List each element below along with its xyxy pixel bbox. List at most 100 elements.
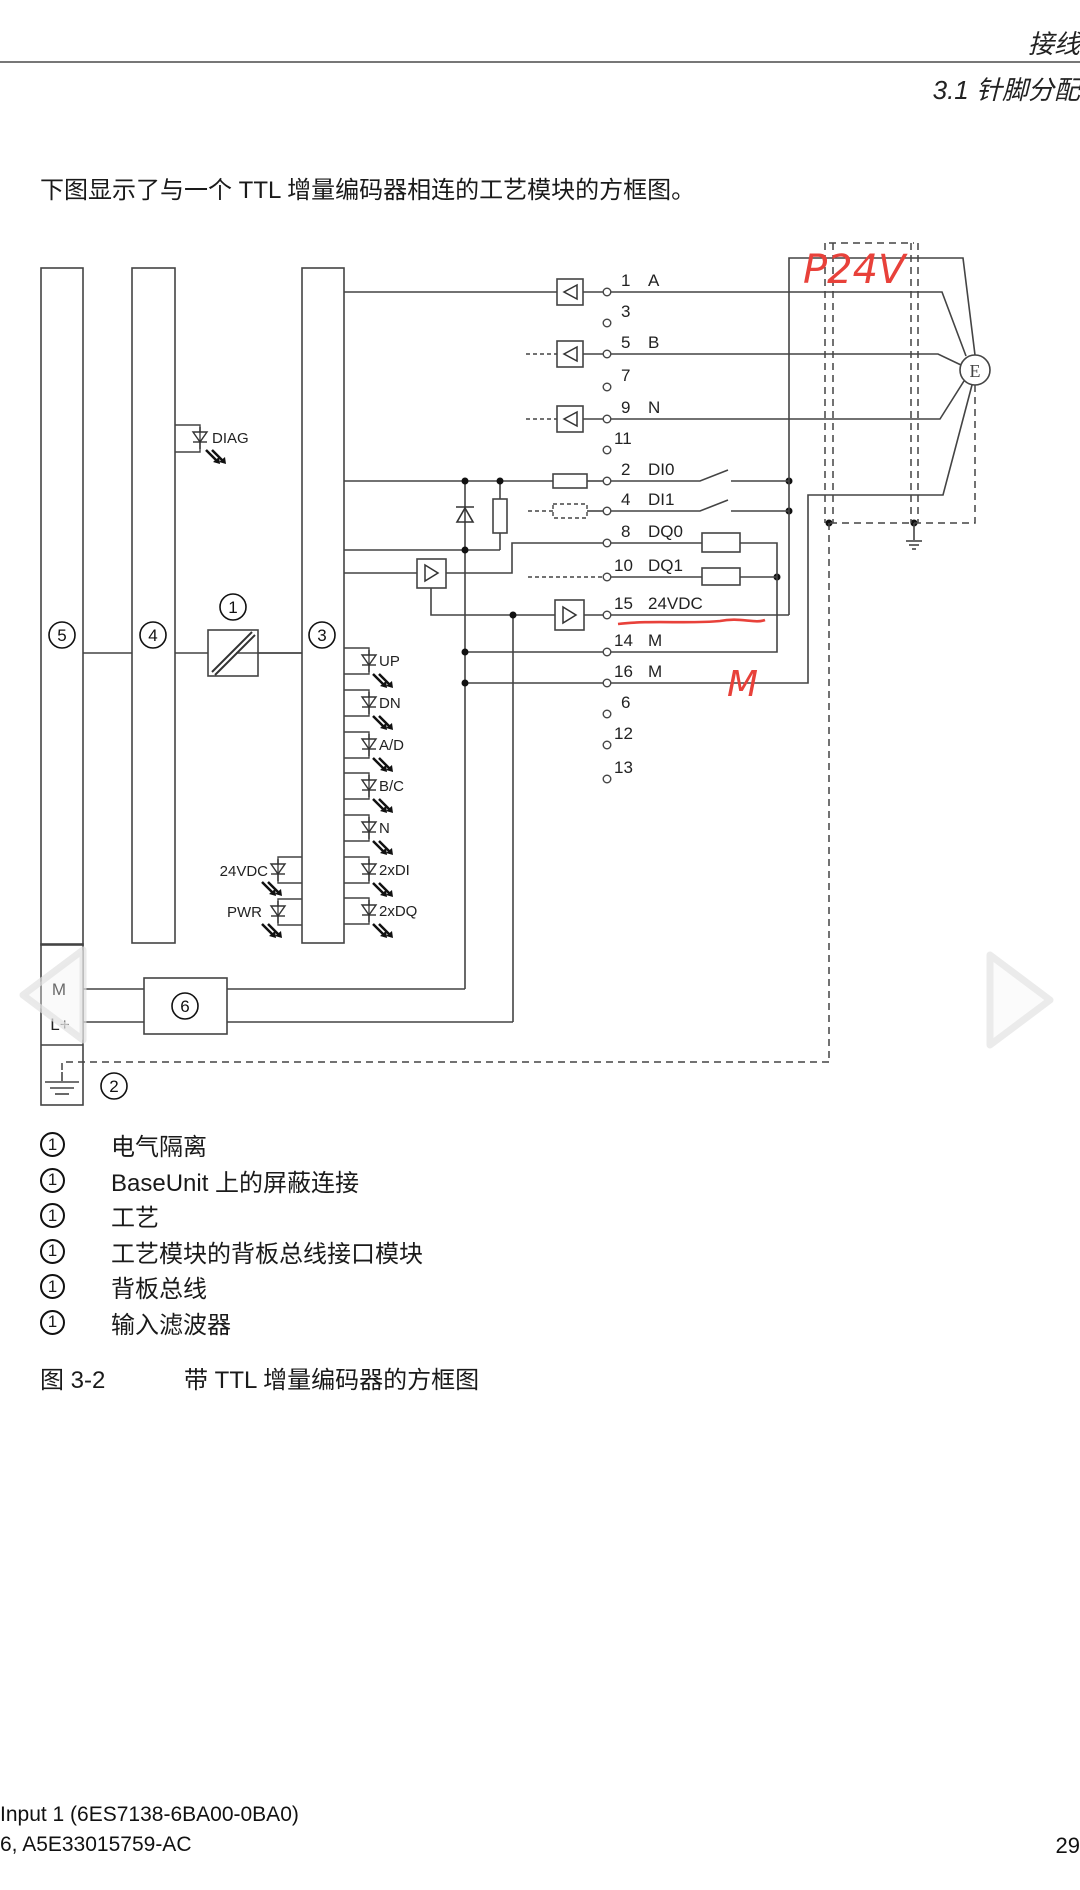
terminal-circle (602, 349, 612, 359)
legend-text: BaseUnit 上的屏蔽连接 (111, 1169, 360, 1197)
pin-16: 16 M (602, 662, 662, 688)
legend-item: 1 工艺模块的背板总线接口模块 (40, 1234, 423, 1270)
terminal-circle (602, 476, 612, 486)
pin-number: 16 (614, 662, 633, 681)
legend-item: 1 电气隔离 (40, 1127, 423, 1163)
legend-marker: 1 (40, 1167, 65, 1193)
led-up: UP (344, 647, 400, 690)
led-label-diag: DIAG (212, 430, 249, 447)
led-label: DN (379, 695, 401, 712)
legend-text: 电气隔离 (111, 1134, 207, 1162)
chevron-right-icon[interactable] (975, 945, 1065, 1055)
terminal-circle (602, 538, 612, 548)
pin-label: M (648, 662, 662, 681)
supply-label-m: M (52, 980, 66, 999)
pin-11: 11 (602, 429, 632, 455)
section-title: 3.1 针脚分配 (932, 75, 1080, 105)
encoder-symbol: E (959, 354, 991, 386)
light-rays-icon (371, 881, 395, 899)
light-rays-icon (371, 672, 395, 690)
legend-text: 工艺 (111, 1205, 159, 1233)
figure-title: 带 TTL 增量编码器的方框图 (184, 1367, 480, 1394)
callout-1: 1 (219, 593, 247, 621)
light-rays-icon (371, 756, 395, 774)
pin-number: 3 (621, 302, 630, 321)
legend-item: 1 背板总线 (40, 1269, 423, 1305)
header-divider (0, 61, 1080, 63)
figure-caption: 图 3-2 带 TTL 增量编码器的方框图 (40, 1360, 479, 1395)
pin-2: 2 DI0 (602, 460, 674, 486)
legend-text: 输入滤波器 (111, 1311, 231, 1339)
technology-bar (301, 267, 345, 944)
led-label: A/D (379, 737, 404, 754)
light-rays-icon (371, 839, 395, 857)
pin-12: 12 (602, 724, 633, 750)
light-rays-icon (371, 922, 395, 940)
pin-number: 12 (614, 724, 633, 743)
terminal-circle (602, 647, 612, 657)
legend-marker: 1 (40, 1132, 65, 1158)
legend: 1 电气隔离 1 BaseUnit 上的屏蔽连接 1 工艺 1 工艺模块的背板总… (40, 1127, 423, 1340)
svg-text:5: 5 (57, 626, 66, 645)
pin-label: B (648, 333, 659, 352)
svg-text:6: 6 (180, 997, 189, 1016)
legend-marker: 1 (40, 1274, 65, 1300)
light-rays-icon (371, 714, 395, 732)
figure-number: 图 3-2 (40, 1367, 106, 1394)
legend-text: 工艺模块的背板总线接口模块 (111, 1240, 423, 1268)
pin-3: 3 (602, 302, 630, 328)
footer-doc-id: 6, A5E33015759-AC (0, 1833, 192, 1856)
led-label: 2xDQ (379, 903, 417, 920)
cable-shield (61, 242, 976, 1072)
led-ad: A/D (344, 731, 404, 774)
pin-number: 14 (614, 631, 633, 650)
light-rays-icon (371, 797, 395, 815)
legend-marker: 1 (40, 1203, 65, 1229)
svg-text:E: E (970, 361, 981, 381)
led-bc: B/C (344, 772, 404, 815)
pin-13: 13 (602, 758, 633, 784)
legend-marker: 1 (40, 1238, 65, 1264)
pin-label: DI0 (648, 460, 674, 479)
pin-number: 11 (614, 429, 632, 448)
terminal-circle (602, 709, 612, 719)
terminal-circle (602, 506, 612, 516)
led-2xdq: 2xDQ (344, 897, 417, 940)
pin-number: 10 (614, 556, 633, 575)
led-n: N (344, 814, 395, 857)
legend-item: 1 BaseUnit 上的屏蔽连接 (40, 1163, 423, 1199)
pin-label: DQ0 (648, 522, 683, 541)
pin-14: 14 M (602, 631, 662, 657)
chevron-left-icon[interactable] (8, 940, 98, 1050)
pin-8: 8 DQ0 (602, 522, 683, 548)
svg-text:2: 2 (109, 1077, 118, 1096)
pin-7: 7 (602, 366, 630, 392)
callout-3: 3 (308, 621, 336, 649)
svg-text:P24V: P24V (803, 247, 908, 293)
pin-number: 6 (621, 693, 630, 712)
led-label: B/C (379, 778, 404, 795)
pin-number: 2 (621, 460, 630, 479)
footer-product: Input 1 (6ES7138-6BA00-0BA0) (0, 1803, 299, 1826)
led-2xdi: 2xDI (344, 856, 410, 899)
pin-6: 6 (602, 693, 630, 719)
chapter-title: 接线 (1027, 29, 1080, 59)
annotation-m: M (727, 664, 758, 705)
legend-marker: 1 (40, 1309, 65, 1335)
legend-item: 1 输入滤波器 (40, 1305, 423, 1341)
svg-text:M: M (727, 664, 758, 705)
pin-label: M (648, 631, 662, 650)
callout-6: 6 (171, 992, 199, 1020)
pin-number: 8 (621, 522, 630, 541)
terminal-circle (602, 774, 612, 784)
svg-text:3: 3 (317, 626, 326, 645)
legend-text: 背板总线 (111, 1276, 207, 1304)
pin-number: 9 (621, 398, 630, 417)
pin-label: N (648, 398, 660, 417)
terminal-circle (602, 414, 612, 424)
pin-number: 7 (621, 366, 630, 385)
